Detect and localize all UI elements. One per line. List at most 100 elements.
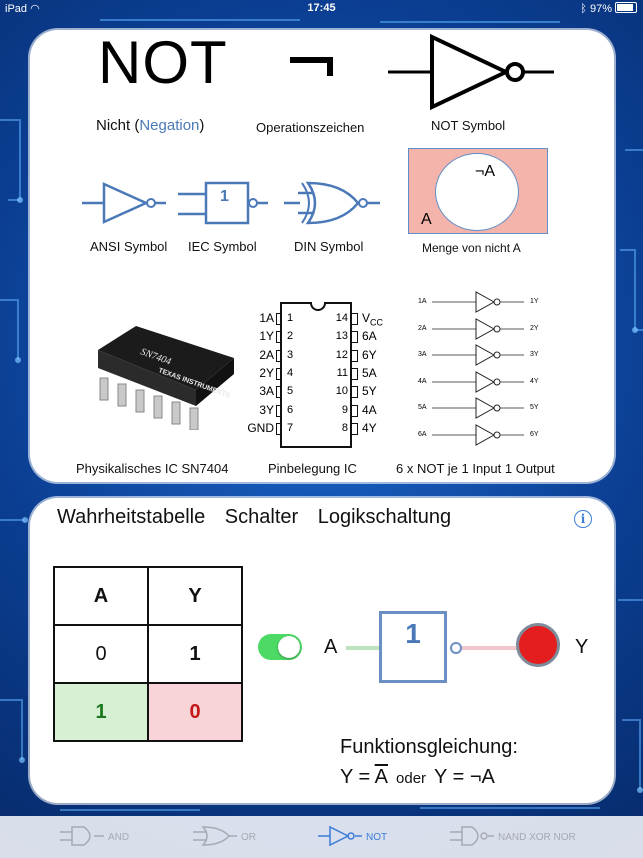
bluetooth-icon: ᛒ bbox=[580, 3, 587, 15]
not-gate-box: 1 bbox=[379, 611, 447, 683]
pin-number: 1 bbox=[287, 312, 294, 324]
not-gate-icon bbox=[318, 825, 362, 847]
ansi-label: ANSI Symbol bbox=[90, 239, 168, 254]
iec-label: IEC Symbol bbox=[188, 239, 257, 254]
interactive-card: Wahrheitstabelle Schalter Logikschaltung… bbox=[30, 498, 614, 803]
pin-label: GND bbox=[247, 420, 274, 435]
switch-knob bbox=[278, 636, 300, 658]
set-a: A bbox=[421, 211, 432, 228]
gate-meaning: Nicht (Negation) bbox=[96, 117, 205, 134]
truth-table: A Y 0 1 1 0 bbox=[53, 566, 243, 742]
gate-title: NOT bbox=[98, 29, 228, 96]
input-label: A bbox=[324, 636, 338, 658]
pin-row-right: 9 4A bbox=[334, 403, 406, 419]
pin-label: 3Y bbox=[259, 402, 274, 417]
mini-not-gate-icon bbox=[432, 423, 524, 446]
ansi-symbol-icon bbox=[82, 182, 166, 224]
not-gate-symbol-icon bbox=[388, 34, 554, 110]
iec-gate-text: 1 bbox=[220, 188, 229, 205]
pin-stub bbox=[352, 386, 358, 399]
battery-status: ᛒ 97% bbox=[580, 2, 637, 15]
input-a-switch[interactable] bbox=[258, 634, 302, 660]
table-row-active: 1 0 bbox=[53, 682, 243, 742]
pin-row-right: 14 VCC bbox=[334, 311, 406, 327]
wifi-icon: ◠ bbox=[30, 3, 40, 15]
pin-stub bbox=[276, 386, 282, 399]
pin-number: 5 bbox=[287, 385, 294, 398]
ic-label: Physikalisches IC SN7404 bbox=[76, 461, 229, 476]
negation-operator-icon bbox=[290, 57, 333, 76]
header-a: A bbox=[53, 566, 149, 626]
pin-number: 11 bbox=[336, 366, 348, 379]
tab-switch[interactable]: Schalter bbox=[224, 506, 299, 528]
gate-input-label: 5A bbox=[418, 404, 427, 411]
set-diagram: ¬A A bbox=[408, 148, 548, 234]
pin-label: 5Y bbox=[362, 384, 377, 399]
gate-tab-bar: AND OR NOT NAND XOR NOR bbox=[0, 816, 643, 858]
mini-not-gate-icon bbox=[432, 291, 524, 313]
output-lamp bbox=[516, 623, 560, 667]
pin-label: 2Y bbox=[259, 365, 274, 380]
pin-number: 6 bbox=[287, 403, 294, 416]
clock: 17:45 bbox=[307, 2, 336, 14]
gate-input-label: 1A bbox=[418, 298, 427, 305]
and-gate-icon bbox=[60, 826, 104, 846]
info-icon[interactable]: i bbox=[574, 510, 592, 528]
mini-not-gate-icon bbox=[432, 317, 524, 340]
iec-symbol-icon bbox=[178, 181, 268, 225]
mini-not-gate-icon bbox=[432, 370, 524, 393]
input-wire bbox=[346, 646, 380, 650]
tab-truth-table[interactable]: Wahrheitstabelle bbox=[57, 506, 206, 528]
set-circle bbox=[435, 153, 519, 231]
nand-gate-icon bbox=[450, 826, 494, 846]
pin-stub bbox=[276, 367, 282, 380]
pin-number: 8 bbox=[341, 421, 348, 434]
cell-a: 0 bbox=[53, 624, 149, 684]
status-bar: iPad ◠ 17:45 ᛒ 97% bbox=[0, 0, 643, 18]
din-symbol-icon bbox=[284, 181, 380, 225]
pin-number: 7 bbox=[287, 421, 294, 434]
gate-input-label: 2A bbox=[418, 324, 427, 332]
pinout-chip bbox=[280, 302, 352, 448]
pin-stub bbox=[276, 313, 282, 325]
negation-link[interactable]: Negation bbox=[139, 117, 200, 134]
pin-label-vcc: VCC bbox=[362, 311, 384, 328]
formula-a-bar: A bbox=[374, 766, 389, 788]
output-label: Y bbox=[575, 636, 589, 658]
pin-stub bbox=[276, 349, 282, 362]
gate-output-label: 3Y bbox=[530, 351, 539, 358]
set-label: Menge von nicht A bbox=[422, 241, 521, 255]
cell-y: 1 bbox=[147, 624, 243, 684]
tab-logic-circuit[interactable]: Logikschaltung bbox=[317, 506, 452, 528]
pin-stub bbox=[352, 349, 358, 362]
mini-not-gate: 1A 1Y bbox=[418, 290, 548, 314]
pin-label: 4A bbox=[362, 402, 377, 417]
pin-number: 14 bbox=[335, 312, 348, 324]
table-row: 0 1 bbox=[53, 624, 243, 684]
pin-stub bbox=[352, 331, 358, 344]
pin-stub bbox=[352, 422, 358, 435]
battery-icon bbox=[615, 2, 637, 13]
gate-input-label: 6A bbox=[418, 430, 427, 438]
mini-not-gate-icon bbox=[432, 397, 524, 419]
operator-label: Operationszeichen bbox=[256, 120, 365, 135]
pin-stub bbox=[276, 422, 282, 435]
cell-y-active: 0 bbox=[147, 682, 243, 742]
pinout-label: Pinbelegung IC bbox=[268, 461, 357, 476]
pin-number: 9 bbox=[341, 403, 348, 416]
gate-output-label: 1Y bbox=[530, 298, 539, 305]
pin-number: 13 bbox=[335, 330, 348, 343]
